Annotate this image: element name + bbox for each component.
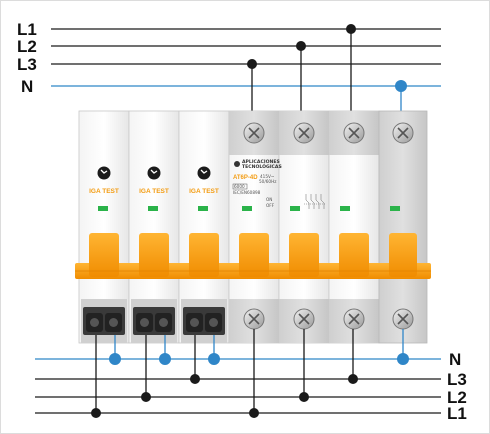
status-led bbox=[148, 206, 158, 211]
rcd-module-3: IGA TEST bbox=[178, 110, 230, 344]
breaking-capacity: 6000 bbox=[234, 184, 245, 189]
status-led bbox=[198, 206, 208, 211]
mcb-pole-4 bbox=[378, 110, 428, 344]
toggle-lever[interactable] bbox=[189, 233, 219, 277]
status-led bbox=[290, 206, 300, 211]
frequency-rating: 50/60Hz bbox=[259, 179, 277, 184]
node-rcd2-l2 bbox=[141, 392, 151, 402]
status-led bbox=[340, 206, 350, 211]
standard-label: IEC/EN60898 bbox=[233, 190, 261, 195]
off-label: OFF bbox=[266, 203, 275, 208]
bus-label-top-n: N bbox=[21, 77, 33, 96]
rcd-label: IGA TEST bbox=[189, 188, 219, 195]
top-connections bbox=[247, 24, 407, 113]
terminal-screw-icon bbox=[392, 308, 414, 330]
circuit-schematic-icon bbox=[304, 194, 326, 209]
rcd-terminal-blocks bbox=[83, 307, 225, 335]
bus-label-top-l3: L3 bbox=[17, 55, 37, 74]
terminal-screw-icon bbox=[343, 308, 365, 330]
toggle-lever[interactable] bbox=[289, 233, 319, 277]
brand-name-line1: APLICACIONES bbox=[242, 159, 280, 165]
node-rcd3-l3 bbox=[190, 374, 200, 384]
bottom-terminals bbox=[243, 308, 414, 330]
toggle-band bbox=[75, 233, 431, 279]
node-rcd3-n bbox=[208, 353, 220, 365]
terminal-screw-icon bbox=[392, 122, 414, 144]
top-bus-labels: L1 L2 L3 N bbox=[17, 20, 37, 96]
brand-panel: APLICACIONES TECNOLÓGICAS AT6P-4D 415V~ … bbox=[232, 159, 282, 211]
node-rcd1-l1 bbox=[91, 408, 101, 418]
node-l1-top bbox=[346, 24, 356, 34]
mcb-pole-3 bbox=[328, 110, 380, 344]
bus-label-bottom-l2: L2 bbox=[447, 388, 467, 407]
brand-name-line2: TECNOLÓGICAS bbox=[242, 163, 282, 170]
node-mcb-l2 bbox=[299, 392, 309, 402]
status-led bbox=[98, 206, 108, 211]
mcb-pole-1 bbox=[228, 110, 280, 344]
toggle-lever[interactable] bbox=[389, 233, 417, 277]
status-led bbox=[242, 206, 252, 211]
terminal-screw-icon bbox=[343, 122, 365, 144]
toggle-lever[interactable] bbox=[239, 233, 269, 277]
rcd-terminal-block-2 bbox=[133, 307, 175, 335]
breaker-assembly: IGA TEST IGA TEST IGA TEST bbox=[75, 110, 431, 344]
node-l3-top bbox=[247, 59, 257, 69]
bus-label-bottom-n: N bbox=[449, 350, 461, 369]
node-rcd1-n bbox=[109, 353, 121, 365]
node-mcb-n bbox=[397, 353, 409, 365]
rcd-terminal-block-1 bbox=[83, 307, 125, 335]
bottom-bus-labels: N L3 L2 L1 bbox=[447, 350, 467, 423]
on-label: ON bbox=[266, 197, 272, 202]
bus-label-bottom-l3: L3 bbox=[447, 370, 467, 389]
terminal-screw-icon bbox=[293, 122, 315, 144]
brand-logo-icon bbox=[234, 161, 240, 167]
rcd-module-1: IGA TEST bbox=[78, 110, 130, 344]
node-rcd2-n bbox=[159, 353, 171, 365]
rcd-label: IGA TEST bbox=[139, 188, 169, 195]
top-terminals bbox=[243, 122, 414, 144]
status-led bbox=[390, 206, 400, 211]
bus-label-top-l1: L1 bbox=[17, 20, 37, 39]
voltage-rating: 415V~ bbox=[260, 174, 275, 179]
bus-label-bottom-l1: L1 bbox=[447, 404, 467, 423]
mcb-pole-2 bbox=[278, 110, 330, 344]
bottom-connections bbox=[91, 329, 409, 418]
node-mcb-l1 bbox=[249, 408, 259, 418]
bus-label-top-l2: L2 bbox=[17, 37, 37, 56]
node-l2-top bbox=[296, 41, 306, 51]
terminal-screw-icon bbox=[243, 308, 265, 330]
terminal-screw-icon bbox=[243, 122, 265, 144]
rcd-label: IGA TEST bbox=[89, 188, 119, 195]
toggle-lever[interactable] bbox=[139, 233, 169, 277]
model-number: AT6P-4D bbox=[233, 175, 258, 181]
node-mcb-l3 bbox=[348, 374, 358, 384]
node-n-top bbox=[395, 80, 407, 92]
top-bus-lines bbox=[51, 28, 441, 87]
toggle-lever[interactable] bbox=[89, 233, 119, 277]
bottom-bus-lines bbox=[35, 358, 441, 414]
rcd-terminal-block-3 bbox=[183, 307, 225, 335]
toggle-lever[interactable] bbox=[339, 233, 369, 277]
terminal-screw-icon bbox=[293, 308, 315, 330]
